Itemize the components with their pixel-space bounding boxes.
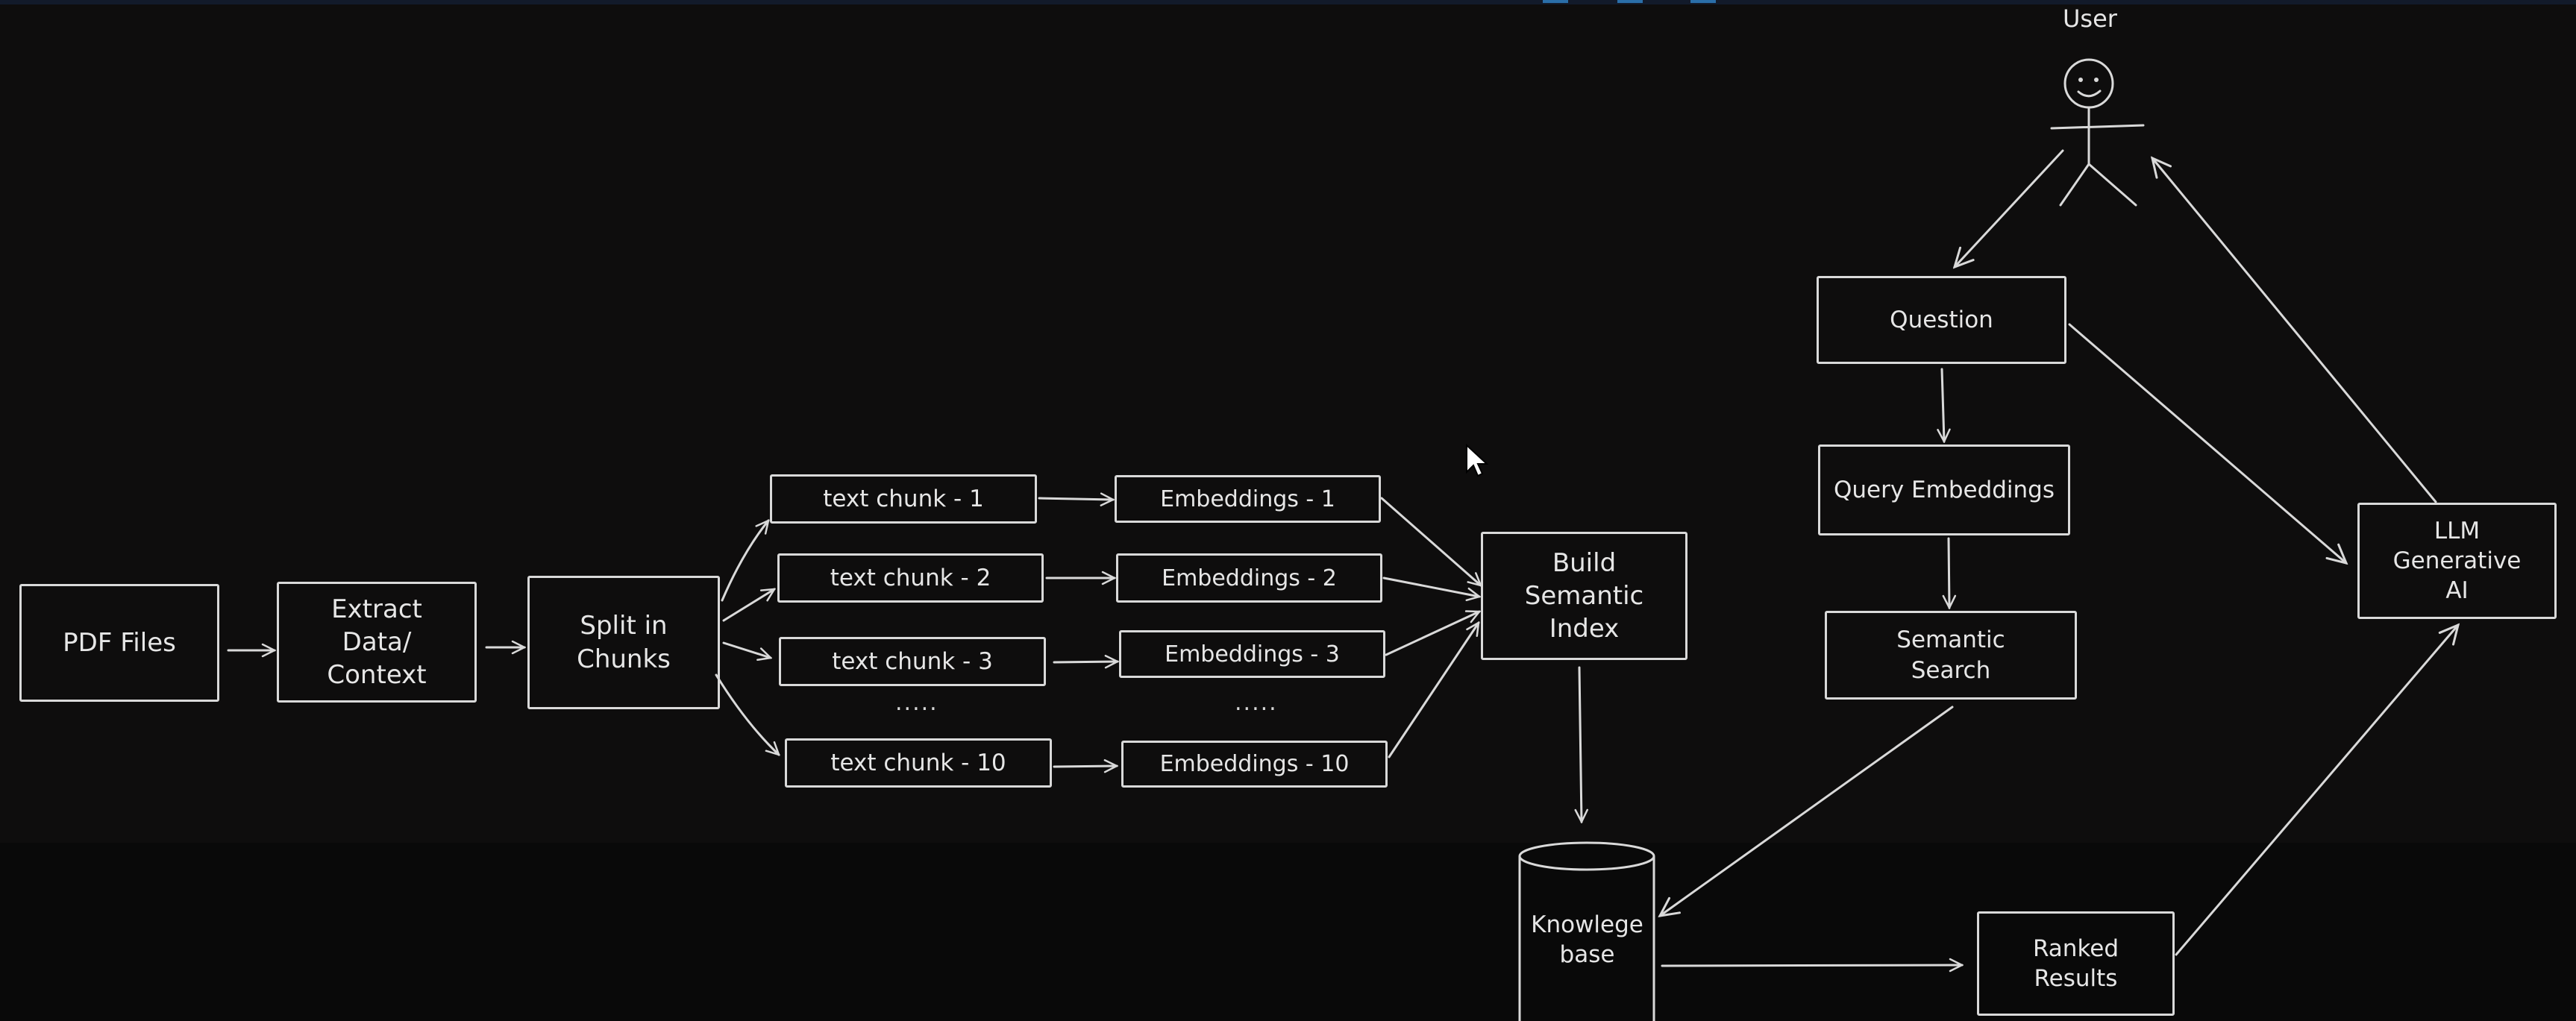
figure-head bbox=[2063, 58, 2114, 109]
figure-eye-right bbox=[2094, 78, 2099, 82]
figure-arms bbox=[2050, 124, 2145, 130]
arrow-index-to-kb bbox=[1579, 666, 1582, 822]
embeddings-1-box: Embeddings - 1 bbox=[1115, 475, 1381, 523]
figure-eye-left bbox=[2078, 78, 2083, 82]
text-chunk-2-box: text chunk - 2 bbox=[777, 553, 1044, 603]
figure-smile bbox=[2077, 89, 2102, 98]
mouse-pointer-icon bbox=[1466, 443, 1489, 477]
embeddings-10-box: Embeddings - 10 bbox=[1121, 741, 1388, 788]
arrow-emb2-to-index bbox=[1382, 577, 1479, 597]
top-strip bbox=[0, 0, 2576, 4]
lower-band bbox=[0, 843, 2576, 1021]
stick-figure-icon bbox=[2050, 58, 2145, 207]
arrow-search-to-kb bbox=[1660, 706, 1954, 916]
arrow-emb1-to-index bbox=[1380, 497, 1481, 585]
top-mark bbox=[1690, 0, 1716, 3]
extract-context-box: Extract Data/ Context bbox=[277, 582, 477, 703]
ranked-results-box: Ranked Results bbox=[1977, 911, 2175, 1016]
query-embeddings-box: Query Embeddings bbox=[1818, 444, 2070, 535]
arrow-emb3-to-index bbox=[1385, 612, 1479, 656]
cylinder-top bbox=[1518, 841, 1655, 871]
arrow-kb-to-ranked bbox=[1661, 965, 1962, 966]
arrow-split-to-chunk3 bbox=[722, 641, 771, 658]
semantic-search-box: Semantic Search bbox=[1825, 611, 2077, 700]
chunk-ellipsis: ..... bbox=[895, 690, 938, 716]
llm-generative-ai-box: LLM Generative AI bbox=[2357, 503, 2557, 619]
knowledge-base-cylinder bbox=[1518, 841, 1655, 1021]
build-semantic-index-box: Build Semantic Index bbox=[1481, 532, 1687, 660]
arrow-split-to-chunk1 bbox=[721, 521, 768, 602]
arrow-chunk1-to-emb1 bbox=[1038, 498, 1113, 500]
figure-leg-left bbox=[2059, 163, 2090, 207]
embeddings-2-box: Embeddings - 2 bbox=[1116, 553, 1382, 603]
top-mark bbox=[1543, 0, 1568, 3]
embeddings-3-box: Embeddings - 3 bbox=[1119, 630, 1385, 678]
arrow-ranked-to-llm bbox=[2175, 625, 2458, 956]
arrow-question-to-llm bbox=[2068, 323, 2346, 563]
split-chunks-box: Split in Chunks bbox=[527, 576, 720, 709]
top-mark bbox=[1617, 0, 1643, 3]
arrow-split-to-chunk10 bbox=[715, 673, 779, 755]
pdf-files-box: PDF Files bbox=[19, 584, 219, 702]
arrow-question-to-query bbox=[1942, 368, 1944, 442]
embeddings-ellipsis: ..... bbox=[1235, 690, 1278, 716]
question-box: Question bbox=[1817, 276, 2066, 364]
arrow-user-to-question bbox=[1955, 149, 2064, 267]
user-label: User bbox=[2063, 4, 2117, 33]
arrow-chunk10-to-emb10 bbox=[1053, 766, 1117, 767]
text-chunk-1-box: text chunk - 1 bbox=[770, 474, 1037, 524]
arrow-emb10-to-index bbox=[1388, 623, 1479, 758]
figure-leg-right bbox=[2087, 163, 2137, 207]
text-chunk-3-box: text chunk - 3 bbox=[779, 637, 1046, 686]
arrow-split-to-chunk2 bbox=[722, 588, 774, 622]
text-chunk-10-box: text chunk - 10 bbox=[785, 738, 1052, 788]
arrow-llm-to-user bbox=[2152, 158, 2437, 503]
knowledge-base-label: Knowlege base bbox=[1531, 911, 1643, 968]
